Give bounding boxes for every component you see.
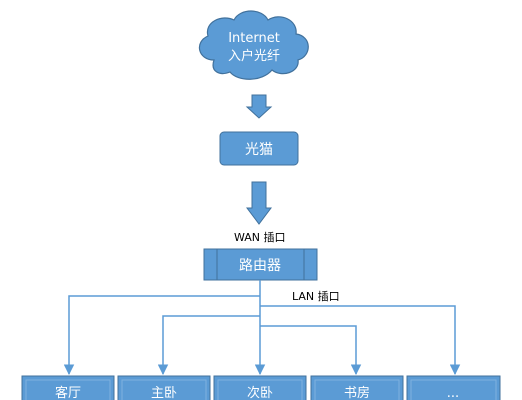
connector-room-5 — [260, 305, 461, 376]
room-label-5: ... — [447, 386, 459, 400]
down-arrow-modem-to-router — [246, 181, 272, 225]
lan-connectors — [63, 280, 461, 376]
internet-cloud: Internet 入户光纤 — [198, 10, 309, 80]
connector-room-4 — [260, 325, 362, 376]
room-box-1: 客厅 — [21, 375, 115, 400]
router-label: 路由器 — [239, 258, 281, 274]
modem-label: 光猫 — [245, 142, 273, 158]
room-box-2: 主卧 — [117, 375, 211, 400]
cloud-label-fiber: 入户光纤 — [228, 48, 280, 64]
room-box-5: ... — [406, 375, 501, 400]
room-boxes: 客厅 主卧 次卧 书房 ... — [21, 375, 501, 400]
room-label-4: 书房 — [344, 385, 370, 400]
lan-port-label: LAN 插口 — [292, 289, 340, 303]
room-box-4: 书房 — [310, 375, 404, 400]
router-box: 路由器 — [203, 248, 318, 281]
cloud-label-internet: Internet — [228, 31, 280, 46]
cloud-shape — [198, 10, 309, 80]
connector-room-2 — [157, 315, 260, 376]
down-arrow-cloud-to-modem — [245, 94, 273, 119]
room-box-3: 次卧 — [213, 375, 307, 400]
room-label-3: 次卧 — [247, 385, 273, 400]
room-label-2: 主卧 — [151, 386, 177, 400]
connector-room-1 — [63, 295, 260, 376]
room-label-1: 客厅 — [55, 385, 81, 400]
modem-box: 光猫 — [219, 131, 299, 166]
wan-port-label: WAN 插口 — [234, 230, 286, 244]
